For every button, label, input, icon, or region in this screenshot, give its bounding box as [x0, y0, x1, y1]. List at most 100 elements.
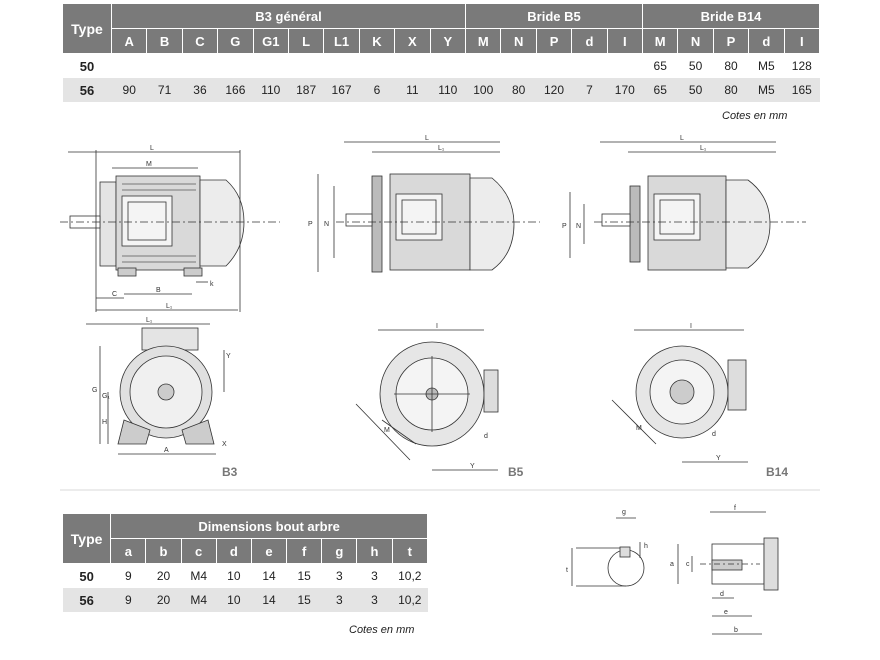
dim-label: I	[690, 323, 692, 330]
column-header: a	[110, 538, 147, 564]
table-cell: 14	[251, 563, 287, 588]
shaft-label-g: g	[622, 509, 626, 516]
dim-label: P	[562, 223, 567, 230]
table-cell	[288, 53, 324, 78]
column-header: f	[286, 538, 323, 564]
table-cell: M4	[181, 588, 217, 612]
view-label-b14: B14	[766, 465, 788, 479]
dim-label: L₁	[438, 145, 445, 152]
dim-label: G	[92, 387, 97, 394]
table-cell: 165	[784, 78, 820, 102]
column-header: L1	[323, 28, 360, 54]
column-header: d	[748, 28, 785, 54]
column-header: P	[712, 28, 750, 54]
dim-label: N	[324, 221, 329, 228]
dim-label: H	[102, 419, 107, 426]
dim-label: B	[156, 287, 161, 294]
table-cell: 3	[321, 588, 357, 612]
dim-label: Y	[470, 463, 475, 470]
table-cell: 10,2	[392, 563, 428, 588]
shaft-label-b: b	[734, 627, 738, 634]
view-label-b3: B3	[222, 465, 238, 479]
table-cell	[465, 53, 501, 78]
column-header: N	[500, 28, 537, 54]
column-header: M	[642, 28, 679, 54]
table-cell: 10	[216, 588, 252, 612]
column-header: I	[606, 28, 644, 54]
column-header: C	[181, 28, 219, 54]
table-cell: 71	[146, 78, 183, 102]
shaft-label-e: e	[724, 609, 728, 616]
shaft-label-c: c	[686, 561, 690, 568]
row-type: 56	[62, 588, 111, 612]
shaft-side-detail	[677, 511, 779, 635]
column-header: B	[146, 28, 183, 54]
table-cell	[323, 53, 360, 78]
dim-label: L	[680, 135, 684, 142]
table-cell: 3	[356, 588, 393, 612]
column-header: L	[287, 28, 325, 54]
dim-label: M	[636, 425, 642, 432]
column-header: I	[783, 28, 821, 54]
shaft-label-d: d	[720, 591, 724, 598]
dim-label: G₁	[102, 393, 110, 400]
dim-label: L₁	[146, 317, 153, 324]
dim-label: P	[308, 221, 313, 228]
b14-front-view	[611, 329, 748, 463]
table-cell: 11	[394, 78, 431, 102]
dim-label: k	[210, 281, 214, 288]
dim-label: L₁	[166, 303, 173, 310]
dim-label: M	[384, 427, 390, 434]
table-cell: 20	[145, 588, 182, 612]
shaft-cross-section	[571, 517, 645, 587]
table-title: Dimensions bout arbre	[110, 513, 428, 539]
dim-label: X	[222, 441, 227, 448]
column-header: X	[394, 28, 431, 54]
column-header: d	[571, 28, 608, 54]
column-header: b	[145, 538, 182, 564]
table-cell: 187	[288, 78, 324, 102]
table-cell	[182, 53, 218, 78]
dim-label: Y	[716, 455, 721, 462]
shaft-label-a: a	[670, 561, 674, 568]
b3-front-view	[86, 323, 225, 455]
table-cell: 10	[216, 563, 252, 588]
dim-label: I	[436, 323, 438, 330]
table-cell: 14	[251, 588, 287, 612]
row-type: 50	[62, 53, 112, 78]
column-header: A	[110, 28, 148, 54]
dim-label: d	[712, 431, 716, 438]
dim-label: Y	[226, 353, 231, 360]
shaft-label-h: h	[644, 543, 648, 550]
column-header: P	[535, 28, 573, 54]
table-cell	[500, 53, 537, 78]
table-cell: 128	[784, 53, 820, 78]
table-cell	[571, 53, 608, 78]
table-cell	[217, 53, 254, 78]
group-header-b14: Bride B14	[642, 3, 821, 29]
column-header: K	[358, 28, 396, 54]
column-header: N	[677, 28, 714, 54]
table-cell: 15	[286, 563, 322, 588]
table-cell	[607, 53, 643, 78]
table-cell: 166	[217, 78, 254, 102]
dim-label: d	[484, 433, 488, 440]
table-cell: M5	[748, 53, 785, 78]
table-cell: 6	[359, 78, 395, 102]
column-header: e	[250, 538, 288, 564]
dim-label: M	[146, 161, 152, 168]
column-header: h	[356, 538, 393, 564]
row-type: 50	[62, 563, 111, 588]
column-header: g	[321, 538, 358, 564]
table-cell	[253, 53, 289, 78]
column-header: G	[217, 28, 254, 54]
table-cell: M5	[748, 78, 785, 102]
column-header: c	[180, 538, 217, 564]
table-cell: M4	[181, 563, 217, 588]
table-cell: 110	[253, 78, 289, 102]
table-cell: 50	[677, 53, 714, 78]
table-cell	[394, 53, 431, 78]
dim-label: L₁	[700, 145, 707, 152]
